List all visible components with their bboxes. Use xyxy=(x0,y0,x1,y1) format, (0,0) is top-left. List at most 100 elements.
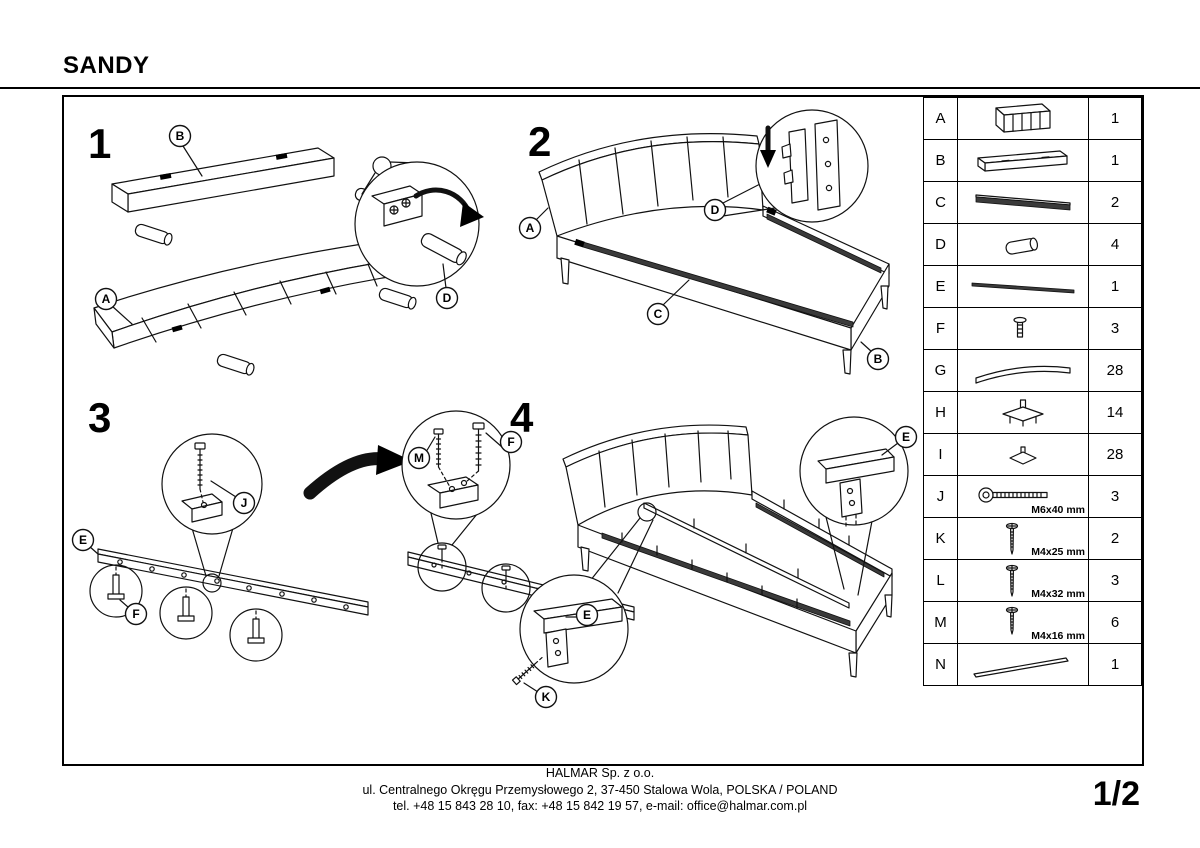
part-qty: 1 xyxy=(1088,265,1142,308)
size-label: M6x40 mm xyxy=(1031,503,1085,516)
part-row: G 28 xyxy=(923,349,1142,392)
part-row: A 1 xyxy=(923,97,1142,140)
part-row: D 4 xyxy=(923,223,1142,266)
part-qty: 2 xyxy=(1088,517,1142,560)
company-contact: tel. +48 15 843 28 10, fax: +48 15 842 1… xyxy=(392,799,808,813)
label-e-text: E xyxy=(79,533,87,547)
bolt-icon xyxy=(1013,316,1027,338)
part-row: F 3 xyxy=(923,307,1142,350)
part-row: L M4x32 mm 3 xyxy=(923,559,1142,602)
label-b-text: B xyxy=(874,352,883,366)
leg-detail-circle xyxy=(229,608,283,662)
screw-k-drawing xyxy=(511,654,545,686)
label-b: B xyxy=(860,341,890,371)
step-2-number: 2 xyxy=(528,118,552,165)
part-letter: E xyxy=(923,265,958,308)
size-label: M4x25 mm xyxy=(1031,545,1085,558)
part-letter: H xyxy=(923,391,958,434)
headboard-part xyxy=(538,133,764,237)
part-qty: 1 xyxy=(1088,139,1142,182)
label-a-text: A xyxy=(526,221,535,235)
label-a-text: A xyxy=(102,292,111,306)
step-1-drawing: B A D xyxy=(93,124,484,376)
bed-frame-with-slats xyxy=(562,424,893,678)
step-3-magnifier: J xyxy=(161,433,263,593)
step-4-right-magnifier: E xyxy=(799,416,918,596)
step-4-screw-magnifier xyxy=(401,410,511,520)
part-row: I 28 xyxy=(923,433,1142,476)
bed-frame xyxy=(556,205,890,375)
label-e-text: E xyxy=(902,430,910,444)
leg-cylinder xyxy=(216,353,255,376)
slat-holder-icon xyxy=(1002,398,1044,427)
part-qty: 28 xyxy=(1088,433,1142,476)
leg-cylinder xyxy=(134,223,173,246)
label-m-text: M xyxy=(414,451,424,465)
part-letter: L xyxy=(923,559,958,602)
label-a: A xyxy=(94,287,133,325)
ledge-rail-icon xyxy=(975,193,1071,210)
part-qty: 1 xyxy=(1088,97,1142,140)
size-label: M4x16 mm xyxy=(1031,629,1085,642)
leg-detail-circle xyxy=(159,586,213,640)
label-c-text: C xyxy=(654,307,663,321)
label-c: C xyxy=(646,279,690,326)
part-qty: 2 xyxy=(1088,181,1142,224)
label-m: M xyxy=(407,436,436,470)
part-letter: G xyxy=(923,349,958,392)
label-k: K xyxy=(523,682,558,709)
part-letter: F xyxy=(923,307,958,350)
footboard-part xyxy=(111,147,335,213)
slat-icon xyxy=(975,365,1071,384)
part-row: C 2 xyxy=(923,181,1142,224)
part-letter: I xyxy=(923,433,958,476)
part-qty: 28 xyxy=(1088,349,1142,392)
step-1-number: 1 xyxy=(88,120,112,167)
headboard-part xyxy=(93,239,407,349)
part-row: H 14 xyxy=(923,391,1142,434)
part-letter: A xyxy=(923,97,958,140)
label-b-text: B xyxy=(176,129,185,143)
step-4-number: 4 xyxy=(510,394,534,441)
label-d-text: D xyxy=(443,291,452,305)
diagram-area: 1 2 3 4 xyxy=(62,95,1144,766)
label-f: F xyxy=(485,430,523,454)
part-qty: 3 xyxy=(1088,475,1142,518)
footer: HALMAR Sp. z o.o. ul. Centralnego Okręgu… xyxy=(0,765,1200,815)
screw-icon xyxy=(1005,522,1019,555)
step-2-magnifier: D xyxy=(703,109,869,223)
part-row: B 1 xyxy=(923,139,1142,182)
part-letter: C xyxy=(923,181,958,224)
screw-icon xyxy=(1005,606,1019,635)
part-qty: 4 xyxy=(1088,223,1142,266)
slat-cap-icon xyxy=(1009,445,1037,465)
part-letter: J xyxy=(923,475,958,518)
part-qty: 3 xyxy=(1088,307,1142,350)
page-number: 1/2 xyxy=(1092,775,1140,813)
part-row: J M6x40 mm 3 xyxy=(923,475,1142,518)
product-title: SANDY xyxy=(63,52,150,79)
title-rule xyxy=(0,87,1200,89)
label-k-text: K xyxy=(542,690,551,704)
step-4-left-magnifier: E K xyxy=(511,574,629,709)
part-letter: D xyxy=(923,223,958,266)
tension-rod-icon xyxy=(973,656,1069,678)
part-qty: 1 xyxy=(1088,643,1142,686)
label-f-text: F xyxy=(132,607,139,621)
part-qty: 14 xyxy=(1088,391,1142,434)
step-3-number: 3 xyxy=(88,394,112,441)
company-name: HALMAR Sp. z o.o. xyxy=(545,766,655,780)
screw-icon xyxy=(1005,564,1019,597)
leg-cylinder xyxy=(420,233,467,266)
size-label: M4x32 mm xyxy=(1031,587,1085,600)
company-address: ul. Centralnego Okręgu Przemysłowego 2, … xyxy=(362,782,838,797)
part-qty: 6 xyxy=(1088,601,1142,644)
label-a: A xyxy=(518,207,549,240)
label-b: B xyxy=(168,124,203,177)
center-rail-icon xyxy=(971,282,1075,293)
step-2-drawing: A C B D xyxy=(518,109,890,375)
headboard-icon xyxy=(995,102,1051,133)
part-letter: B xyxy=(923,139,958,182)
label-j-text: J xyxy=(241,496,248,510)
label-d: D xyxy=(703,181,776,222)
